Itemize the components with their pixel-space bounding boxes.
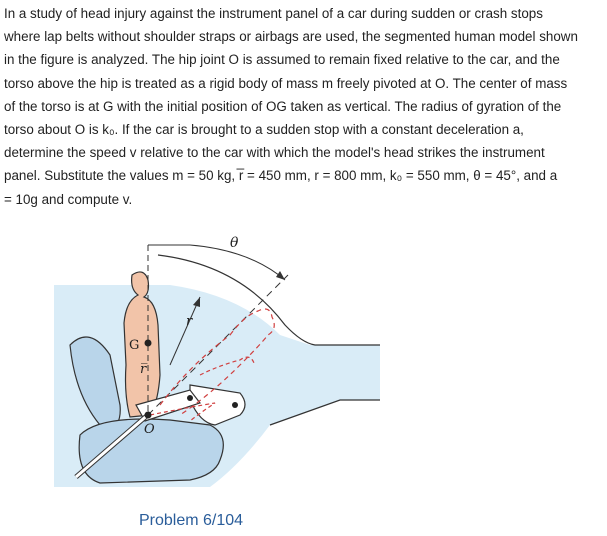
problem-statement: In a study of head injury against the in… — [4, 2, 604, 211]
problem-line: torso about O is k₀. If the car is broug… — [4, 122, 524, 138]
label-theta: θ — [230, 235, 239, 251]
problem-line: where lap belts without shoulder straps … — [4, 29, 578, 45]
label-rbar: r̅ — [140, 362, 148, 377]
instrument-panel — [157, 254, 380, 426]
point-G — [144, 339, 152, 347]
problem-line: in the figure is analyzed. The hip joint… — [4, 52, 560, 68]
point-O — [144, 411, 152, 419]
problem-line: of the torso is at G with the initial po… — [4, 98, 562, 114]
label-O: O — [144, 422, 155, 437]
problem-line: torso above the hip is treated as a rigi… — [4, 75, 568, 91]
r-arrowhead — [193, 297, 200, 307]
foot-joint — [232, 402, 238, 408]
theta-arc — [189, 244, 286, 281]
label-r: r — [186, 314, 193, 329]
problem-line: = 10g and compute v. — [4, 191, 133, 207]
head-injury-figure: θ r G r̅ O — [54, 235, 380, 487]
r-arrow — [169, 296, 201, 366]
figure-caption: Problem 6/104 — [139, 512, 244, 529]
lap-belt-inner — [75, 411, 151, 479]
label-G: G — [129, 338, 139, 353]
problem-line: determine the speed v relative to the ca… — [4, 145, 545, 161]
knee-joint — [187, 395, 193, 401]
rotated-arm-outline — [199, 356, 255, 376]
thigh — [135, 389, 201, 422]
leg-red-outline — [149, 402, 216, 422]
problem-line: In a study of head injury against the in… — [4, 6, 543, 21]
leg-block — [189, 384, 246, 426]
seat-cushion — [78, 418, 224, 484]
rotated-torso-outline — [159, 308, 275, 416]
problem-line: panel. Substitute the values m = 50 kg, … — [4, 168, 558, 184]
theta-arrowhead — [276, 271, 285, 280]
